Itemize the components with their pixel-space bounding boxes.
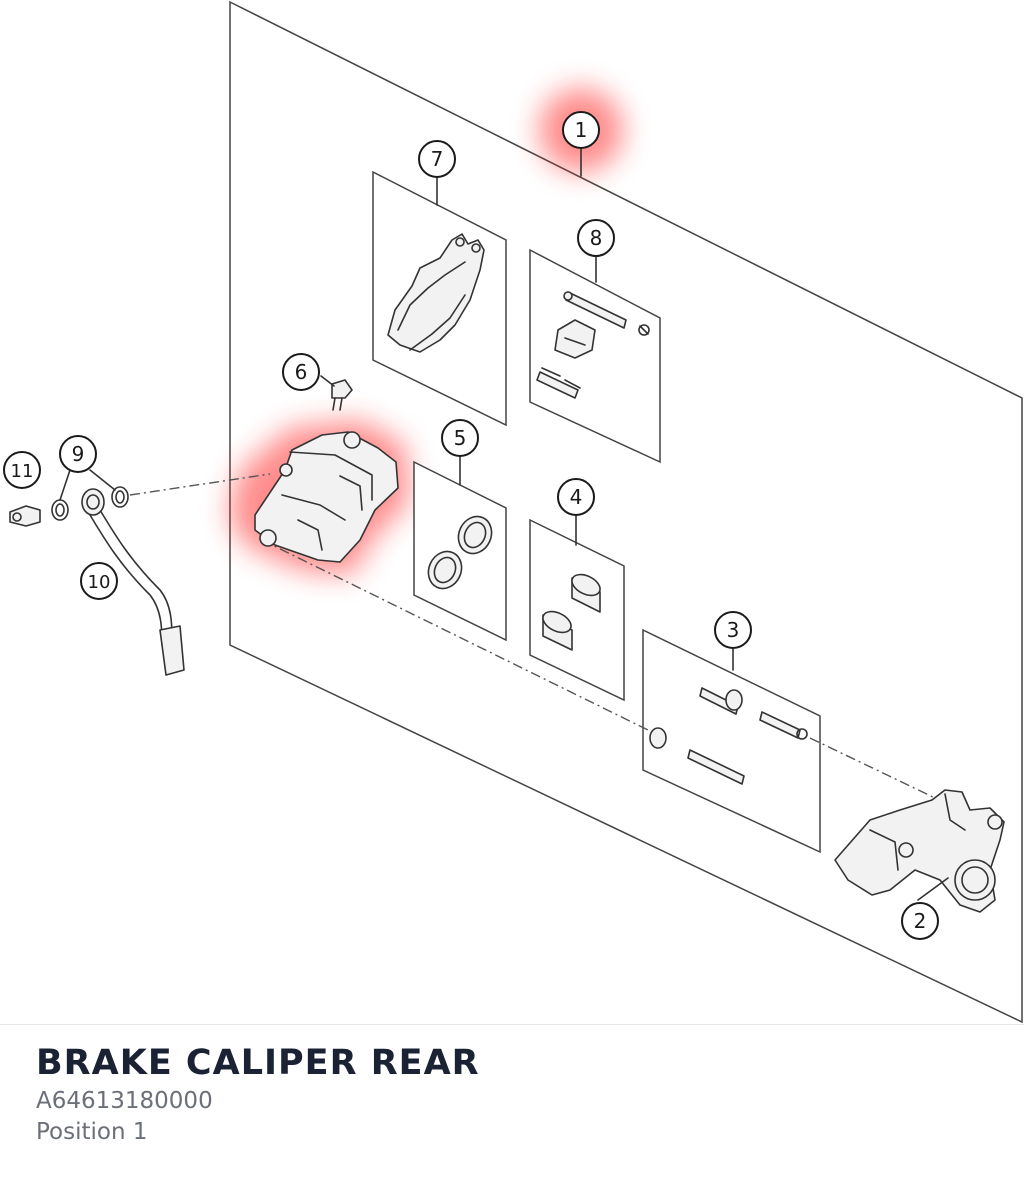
- assembly-line-left: [129, 473, 271, 496]
- svg-text:11: 11: [11, 461, 34, 482]
- part-number: A64613180000: [36, 1088, 213, 1114]
- leader-lines: [59, 147, 949, 901]
- svg-text:2: 2: [914, 909, 927, 933]
- seal-rings-drawing: [427, 515, 493, 590]
- callout-3[interactable]: 3: [714, 611, 752, 649]
- part-info: BRAKE CALIPER REAR A64613180000 Position…: [36, 1040, 480, 1148]
- svg-text:5: 5: [454, 426, 467, 450]
- panel-5: [413, 460, 507, 642]
- banjo-bolt-drawing: [9, 505, 41, 527]
- brake-pads-drawing: [387, 233, 485, 353]
- callout-9[interactable]: 9: [59, 435, 97, 473]
- callout-6[interactable]: 6: [282, 353, 320, 391]
- brake-caliper-drawing: [254, 431, 399, 563]
- caliper-support-drawing: [834, 789, 1005, 913]
- svg-text:8: 8: [590, 226, 603, 250]
- callout-5[interactable]: 5: [441, 419, 479, 457]
- callout-10[interactable]: 10: [80, 562, 118, 600]
- bolts-drawing: [649, 687, 808, 785]
- callout-1[interactable]: 1: [562, 111, 600, 149]
- panel-8: [529, 248, 661, 464]
- callout-11[interactable]: 11: [3, 451, 41, 489]
- svg-text:7: 7: [431, 147, 444, 171]
- svg-text:1: 1: [575, 118, 588, 142]
- brake-line-drawing: [81, 488, 185, 676]
- pin-kit-drawing: [536, 291, 650, 399]
- callout-7[interactable]: 7: [418, 140, 456, 178]
- assembly-line-right: [809, 737, 961, 811]
- divider: [0, 1024, 1024, 1025]
- svg-text:3: 3: [727, 618, 740, 642]
- callout-2[interactable]: 2: [901, 902, 939, 940]
- panel-4: [529, 518, 625, 702]
- diagram-canvas: 1 7 8 6 5 4 3 2: [3, 0, 1023, 1024]
- bleeder-screw-drawing: [331, 379, 353, 411]
- svg-text:4: 4: [570, 485, 583, 509]
- svg-text:9: 9: [72, 442, 85, 466]
- assembly-line-center: [261, 539, 649, 731]
- svg-text:10: 10: [88, 572, 111, 593]
- callout-8[interactable]: 8: [577, 219, 615, 257]
- panel-3: [642, 628, 821, 854]
- part-title: BRAKE CALIPER REAR: [36, 1043, 480, 1083]
- callout-4[interactable]: 4: [557, 478, 595, 516]
- svg-text:6: 6: [295, 360, 308, 384]
- pistons-drawing: [542, 573, 601, 651]
- exploded-parts-diagram: 1 7 8 6 5 4 3 2: [3, 0, 1023, 1024]
- part-position: Position 1: [36, 1119, 148, 1145]
